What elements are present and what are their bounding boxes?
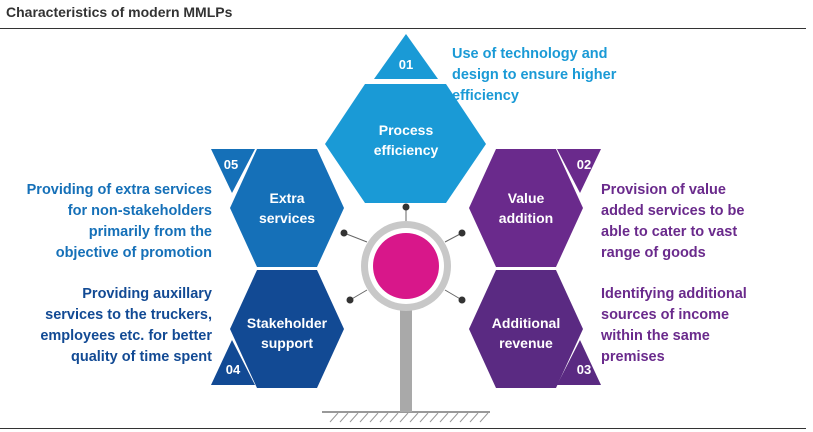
label-extra-services: Extra services <box>258 190 316 226</box>
label-additional-revenue: Additional revenue <box>491 315 561 351</box>
description-stakeholder-support: Providing auxillary services to the truc… <box>40 286 212 365</box>
hexagon-extra-services <box>230 149 344 267</box>
hexagon-value-addition <box>469 149 583 267</box>
page-title: Characteristics of modern MMLPs <box>6 4 233 20</box>
triangle-03 <box>557 340 601 385</box>
number-02: 02 <box>576 157 592 172</box>
ground-base <box>322 411 490 423</box>
number-04: 04 <box>225 362 241 377</box>
description-value-addition: Provision of value added services to be … <box>601 182 745 261</box>
triangle-04 <box>211 340 255 385</box>
center-core <box>373 233 439 299</box>
label-process-efficiency: Process efficiency <box>373 122 439 158</box>
label-value-addition: Value addition <box>498 190 554 226</box>
description-extra-services: Providing of extra services for non-stak… <box>26 182 212 261</box>
triangle-02 <box>557 149 601 193</box>
hexagon-process-efficiency <box>325 84 486 203</box>
number-05: 05 <box>223 157 239 172</box>
hexagon-additional-revenue <box>469 270 583 388</box>
number-03: 03 <box>576 362 592 377</box>
center-pole <box>400 300 412 412</box>
description-additional-revenue: Identifying additional sources of income… <box>601 286 747 365</box>
bottom-divider <box>0 428 806 429</box>
top-divider <box>0 28 806 29</box>
triangle-01 <box>374 34 438 79</box>
description-process-efficiency: Use of technology and design to ensure h… <box>452 46 617 104</box>
hexagon-stakeholder-support <box>230 270 344 388</box>
number-01: 01 <box>398 57 414 72</box>
label-stakeholder-support: Stakeholder support <box>246 315 328 351</box>
connector-dots <box>340 203 466 304</box>
triangle-05 <box>211 149 255 193</box>
